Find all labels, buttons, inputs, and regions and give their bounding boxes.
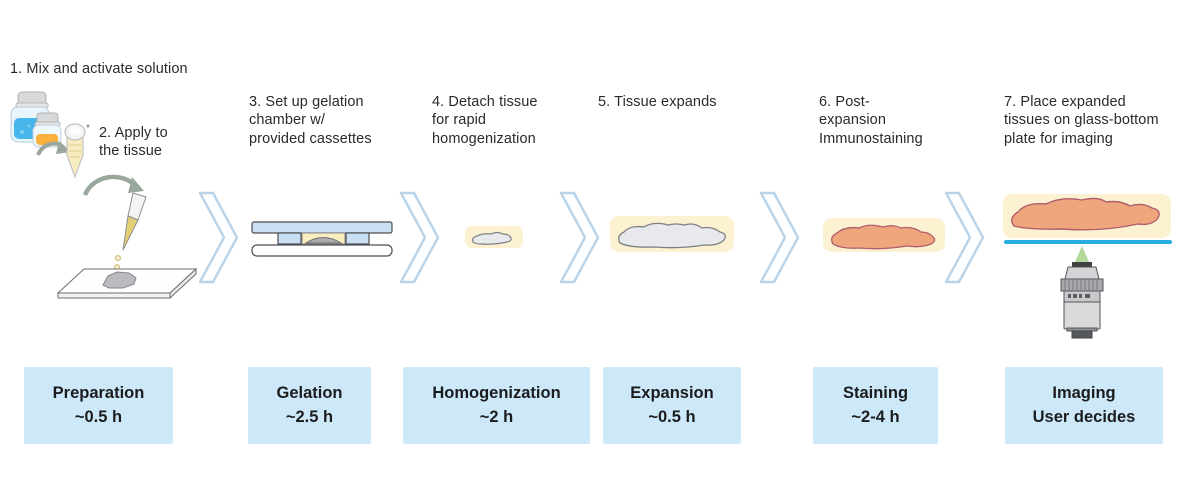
step-label-1: 1. Mix and activate solution [10, 61, 188, 77]
detached-tissue-illustration [465, 226, 523, 248]
stage-name: Gelation [276, 384, 343, 403]
chamber-spacer-right-icon [345, 232, 370, 245]
glass-slide-icon [56, 267, 198, 300]
light-cone-icon [1074, 246, 1090, 264]
chamber-top-slide-icon [251, 221, 393, 234]
centrifuge-tube-icon [64, 123, 90, 179]
imaging-illustration [1003, 194, 1172, 339]
tissue-dome-icon [304, 237, 343, 244]
stage-duration: User decides [1032, 407, 1136, 426]
step-label-3: 3. Set up gelation chamber w/ provided c… [249, 94, 372, 147]
expanded-tissue-illustration [610, 216, 734, 252]
stage-duration: ~2-4 h [851, 407, 900, 426]
stage-box-gelation: Gelation ~2.5 h [248, 367, 371, 444]
stage-name: Imaging [1052, 384, 1116, 403]
stage-name: Preparation [52, 384, 145, 403]
preparation-illustration [10, 91, 198, 300]
stained-tissue-illustration [823, 218, 945, 252]
stage-box-preparation: Preparation ~0.5 h [24, 367, 173, 444]
orange-solution-bottle-icon [32, 112, 62, 148]
chevron-right-icon [944, 191, 985, 284]
stage-box-staining: Staining ~2-4 h [813, 367, 938, 444]
stage-name: Expansion [630, 384, 714, 403]
tissue-sample-icon [618, 222, 726, 249]
pipette-icon [122, 192, 147, 251]
stage-duration: ~0.5 h [74, 407, 123, 426]
chevron-right-icon [559, 191, 600, 284]
step-label-6: 6. Post- expansion Immunostaining [819, 94, 923, 147]
glass-bottom-icon [1004, 240, 1172, 244]
chamber-bottom-slide-icon [251, 244, 393, 257]
tissue-sample-icon [471, 231, 512, 245]
chevron-right-icon [198, 191, 239, 284]
step-label-2: 2. Apply to the tissue [99, 125, 168, 160]
step-label-4: 4. Detach tissue for rapid homogenizatio… [432, 94, 538, 147]
stage-box-expansion: Expansion ~0.5 h [603, 367, 741, 444]
tissue-sample-icon [102, 271, 137, 289]
microscope-objective-icon [1060, 262, 1104, 339]
chevron-right-icon [759, 191, 800, 284]
stained-tissue-icon [831, 224, 936, 250]
stage-name: Homogenization [432, 384, 561, 403]
stage-duration: ~2.5 h [285, 407, 334, 426]
chevron-right-icon [399, 191, 440, 284]
apply-arrow-icon [82, 174, 144, 197]
stage-box-homogenization: Homogenization ~2 h [403, 367, 590, 444]
stage-box-imaging: Imaging User decides [1005, 367, 1163, 444]
step-label-5: 5. Tissue expands [598, 94, 717, 110]
gelation-chamber-illustration [251, 221, 393, 257]
stained-tissue-icon [1011, 197, 1160, 231]
stage-duration: ~2 h [479, 407, 514, 426]
stage-duration: ~0.5 h [648, 407, 696, 426]
step-label-7: 7. Place expanded tissues on glass-botto… [1004, 94, 1159, 147]
droplets-icon [114, 255, 121, 270]
stage-name: Staining [842, 384, 909, 403]
chamber-spacer-left-icon [277, 232, 302, 245]
